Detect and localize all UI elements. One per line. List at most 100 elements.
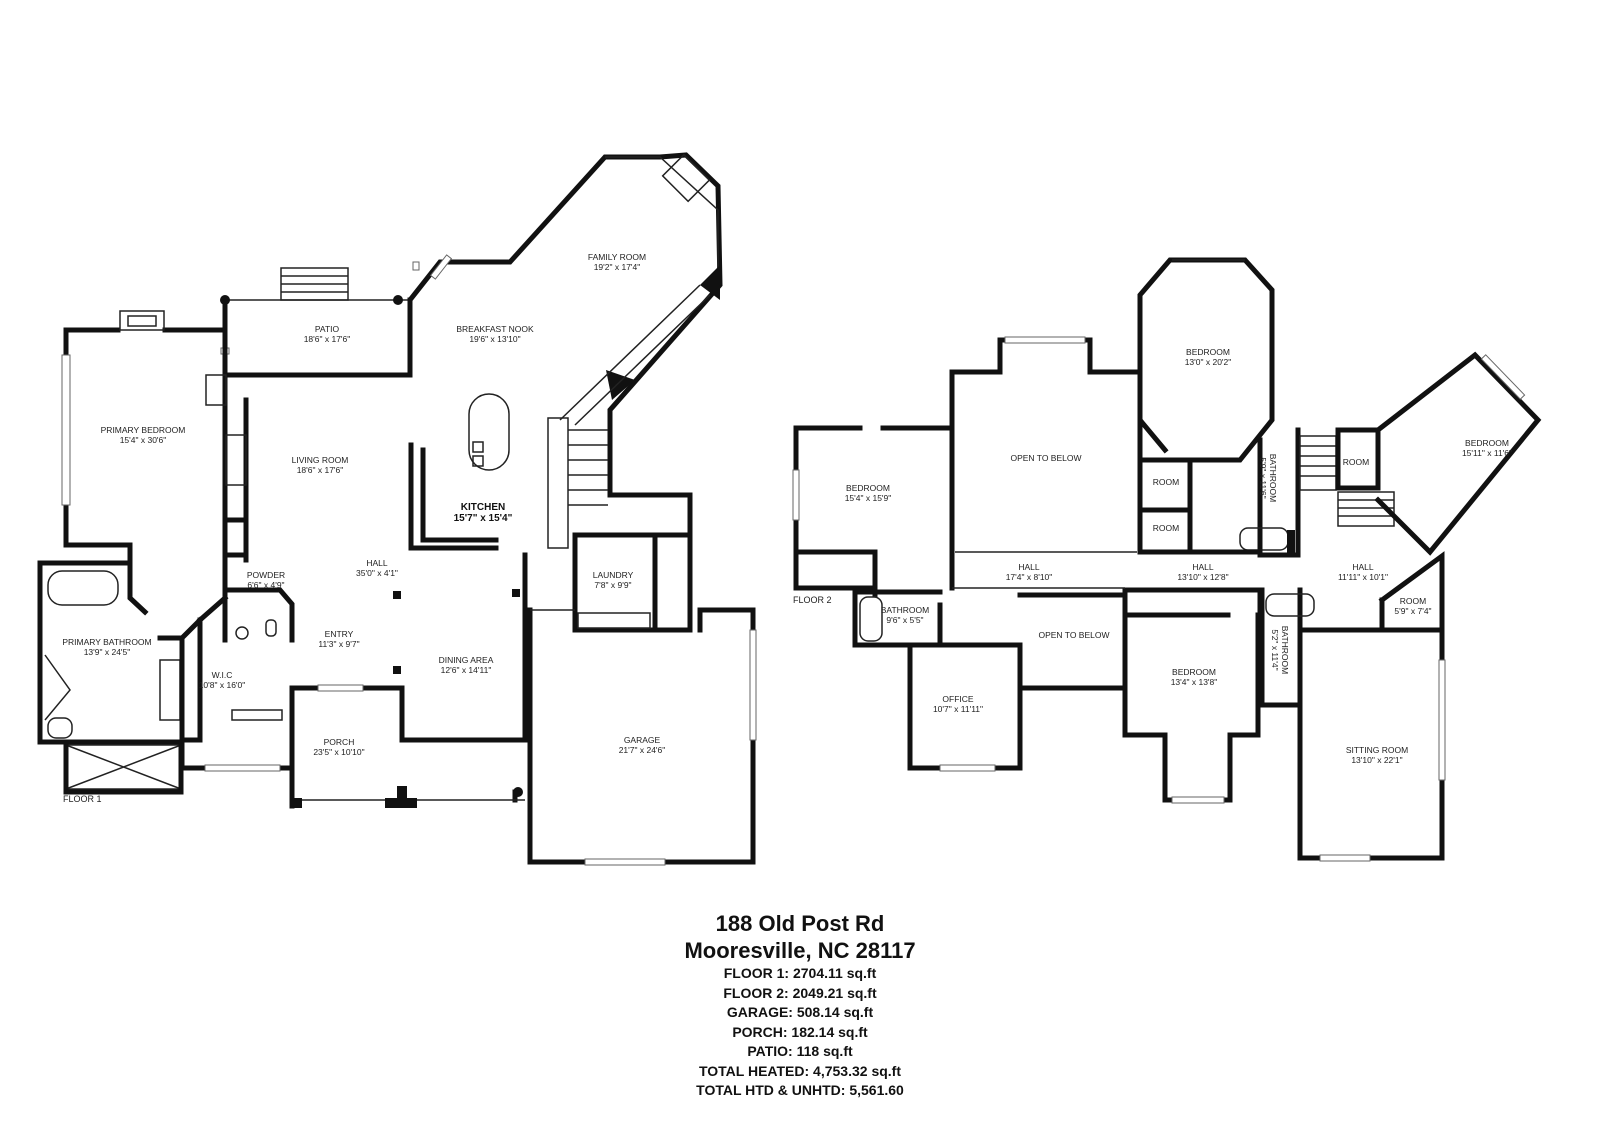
bathtub-icon	[47, 570, 119, 606]
stat-floor1: FLOOR 1: 2704.11 sq.ft	[723, 965, 877, 981]
fireplace-icon	[119, 310, 165, 331]
f2-bedroom-name: BEDROOM	[846, 483, 890, 493]
stat-total-heated: TOTAL HEATED: 4,753.32 sq.ft	[698, 1062, 901, 1079]
floor-2-label: FLOOR 2	[793, 595, 832, 605]
f2-bedroom-name: BEDROOM	[1172, 667, 1216, 677]
f1-kitchen-name: KITCHEN	[461, 502, 505, 513]
f2-sitting-room-dimensions: 13'10" x 22'1"	[1351, 755, 1402, 765]
bathtub-icon	[1239, 527, 1289, 551]
stat-floor2: FLOOR 2: 2049.21 sq.ft	[723, 984, 877, 1001]
stat-garage: GARAGE: 508.14 sq.ft	[726, 1004, 874, 1020]
f1-entry-name: ENTRY	[325, 629, 354, 639]
floor-1-plan	[37, 152, 757, 866]
f2-office-dimensions: 10'7" x 11'11"	[933, 704, 983, 714]
f1-powder-name: POWDER	[247, 570, 285, 580]
f1-laundry-name: LAUNDRY	[593, 570, 634, 580]
f2-room-label: ROOM	[1153, 477, 1179, 487]
f2-bathroom-name: BATHROOM	[1268, 454, 1278, 502]
f1-porch-name: PORCH	[324, 737, 355, 747]
f2-bedroom-name: BEDROOM	[1186, 347, 1230, 357]
f2-hall-dimensions: 11'11" x 10'1"	[1338, 572, 1388, 582]
staircase	[547, 417, 569, 549]
f2-bedroom-dimensions: 13'0" x 20'2"	[1185, 357, 1232, 367]
f1-kitchen-dimensions: 15'7" x 15'4"	[454, 513, 513, 524]
f2-bedroom-dimensions: 13'4" x 13'8"	[1171, 677, 1218, 687]
f2-room-name: ROOM	[1400, 596, 1426, 606]
f2-bathroom-dimensions: 5'9" x 11'6"	[1258, 457, 1268, 498]
f1-powder-dimensions: 6'6" x 4'9"	[247, 580, 284, 590]
toilet-icon	[265, 619, 277, 637]
f2-room-label: ROOM	[1153, 523, 1179, 533]
address-city: Mooresville, NC 28117	[684, 938, 916, 963]
f2-bedroom-dimensions: 15'11" x 11'6"	[1462, 448, 1512, 458]
f2-hall-dimensions: 13'10" x 12'8"	[1177, 572, 1228, 582]
stat-total-all: TOTAL HTD & UNHTD: 5,561.60	[696, 1082, 904, 1098]
floor-1-label: FLOOR 1	[63, 794, 102, 804]
floor-2-plan	[792, 257, 1542, 862]
f2-open-to-below-name: OPEN TO BELOW	[1010, 453, 1081, 463]
f1-primary-bedroom-name: PRIMARY BEDROOM	[101, 425, 186, 435]
f1-primary-bathroom-dimensions: 13'9" x 24'5"	[84, 647, 131, 657]
f1-w-i-c-dimensions: 10'8" x 16'0"	[199, 680, 246, 690]
f2-bathroom-name: BATHROOM	[881, 605, 929, 615]
f1-hall-dimensions: 35'0" x 4'1"	[356, 568, 398, 578]
f1-family-room-name: FAMILY ROOM	[588, 252, 646, 262]
f2-room-label: ROOM	[1343, 457, 1369, 467]
f1-breakfast-nook-name: BREAKFAST NOOK	[456, 324, 534, 334]
f2-hall-name: HALL	[1192, 562, 1214, 572]
f1-dining-area-dimensions: 12'6" x 14'11"	[441, 665, 492, 675]
f2-bathroom-name: BATHROOM	[1280, 626, 1290, 674]
f2-room-name: ROOM	[1343, 457, 1369, 467]
f2-sitting-room-name: SITTING ROOM	[1346, 745, 1408, 755]
f2-hall-name: HALL	[1352, 562, 1374, 572]
f2-bathroom-dimensions: 5'2" x 11'4"	[1270, 629, 1280, 670]
f2-open-to-below-name: OPEN TO BELOW	[1038, 630, 1109, 640]
f1-w-i-c-name: W.I.C	[212, 670, 233, 680]
stat-patio: PATIO: 118 sq.ft	[747, 1043, 853, 1059]
f1-garage-name: GARAGE	[624, 735, 661, 745]
address-street: 188 Old Post Rd	[715, 911, 885, 936]
f1-living-room-dimensions: 18'6" x 17'6"	[297, 465, 344, 475]
f1-primary-bedroom-dimensions: 15'4" x 30'6"	[120, 435, 167, 445]
sink-icon	[235, 626, 249, 640]
f1-entry-dimensions: 11'3" x 9'7"	[318, 639, 359, 649]
f1-porch-dimensions: 23'5" x 10'10"	[313, 747, 364, 757]
vanity-icon	[159, 659, 181, 721]
f1-family-room-dimensions: 19'2" x 17'4"	[594, 262, 641, 272]
f1-patio-dimensions: 18'6" x 17'6"	[304, 334, 351, 344]
f1-garage-dimensions: 21'7" x 24'6"	[619, 745, 666, 755]
fireplace-icon	[225, 434, 247, 486]
f2-open-to-below-label: OPEN TO BELOW	[1038, 630, 1109, 640]
f1-hall-name: HALL	[366, 558, 388, 568]
toilet-icon	[47, 717, 73, 739]
f2-hall-name: HALL	[1018, 562, 1040, 572]
f1-patio-name: PATIO	[315, 324, 340, 334]
f1-w-i-c-label: W.I.C10'8" x 16'0"	[199, 670, 246, 690]
f1-breakfast-nook-dimensions: 19'6" x 13'10"	[469, 334, 520, 344]
